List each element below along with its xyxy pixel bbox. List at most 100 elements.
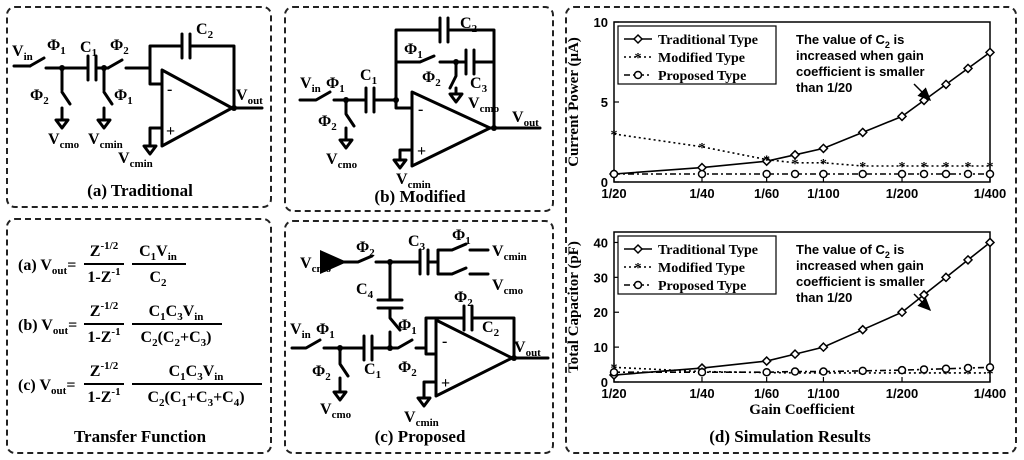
marker-asterisk: * (987, 160, 994, 175)
plot-area (613, 231, 991, 383)
switch-phi1 (298, 90, 332, 102)
marker-circle (762, 367, 771, 377)
marker-diamond (896, 307, 908, 318)
marker-diamond (632, 243, 644, 255)
marker-asterisk: * (943, 160, 950, 175)
phi1-c3-label: Φ1 (452, 227, 471, 247)
annotation-arrow (913, 83, 932, 102)
switch-phi2-shunt (344, 98, 356, 142)
phi2-top-label: Φ2 (356, 239, 375, 259)
marker-asterisk: * (859, 160, 866, 175)
marker-asterisk: * (899, 160, 906, 175)
marker-asterisk: * (943, 367, 950, 382)
ground-symbol (54, 118, 70, 130)
marker-asterisk: * (921, 367, 928, 382)
vcmo-label: Vcmo (468, 95, 500, 115)
panel-a-traditional (6, 6, 272, 208)
marker-diamond (818, 342, 829, 353)
legend-entry: Proposed Type (658, 69, 746, 84)
tf-b-label: (b) Vout= (18, 317, 77, 337)
wire (424, 346, 438, 356)
annotation-line: coefficient is smaller (796, 274, 925, 289)
annotation-line: The value of C2 is (796, 242, 904, 260)
y-tick-label: 5 (601, 95, 608, 110)
marker-circle (790, 367, 800, 376)
marker-diamond (940, 79, 952, 90)
phi2-c3-label: Φ2 (454, 289, 473, 309)
wire (148, 44, 236, 110)
annotation-arrow (913, 293, 932, 312)
marker-circle (609, 169, 619, 179)
opamp-minus: - (442, 333, 447, 350)
phi2-shunt-label: Φ2 (30, 87, 49, 107)
panel-d-simulation (565, 6, 1017, 454)
marker-circle (697, 169, 707, 179)
legend-box (617, 235, 777, 295)
series-line (613, 133, 990, 167)
vcmin-label: Vcmin (404, 409, 439, 429)
c3-label: C3 (408, 233, 426, 253)
capacitor-c2 (438, 16, 450, 44)
wire (422, 380, 438, 400)
c3-label: C3 (470, 75, 488, 95)
caption-modified: (b) Modified (374, 187, 466, 206)
wire (148, 126, 164, 148)
legend-entry: Traditional Type (658, 33, 758, 48)
marker-circle (819, 367, 828, 376)
c2-label: C2 (196, 21, 214, 41)
y-axis-label: Current Power (μA) (566, 37, 582, 167)
x-tick-label: 1/200 (886, 186, 919, 201)
marker-diamond (962, 254, 974, 265)
switch-phi2-fb (448, 60, 458, 96)
tf-b-den: C2(C2+C3) (141, 329, 212, 349)
vout-label: Vout (514, 339, 541, 359)
annotation-line: coefficient is smaller (796, 64, 925, 79)
x-tick-label: 1/20 (601, 186, 626, 201)
marker-circle (858, 169, 867, 179)
vcmin-label: Vcmin (396, 171, 431, 191)
marker-asterisk: * (965, 367, 972, 382)
annotation-line: increased when gain (796, 48, 924, 63)
switch-phi2-in (370, 338, 428, 350)
marker-asterisk: * (635, 261, 642, 276)
marker-circle (941, 169, 951, 179)
tf-c-num: C1C3Vin (169, 363, 224, 383)
vcmin-label: Vcmin (118, 150, 153, 170)
vin-label: Vin (300, 75, 321, 95)
x-tick-label: 1/40 (689, 186, 714, 201)
phi1-in-label: Φ1 (316, 321, 335, 341)
marker-circle (963, 169, 973, 179)
x-axis-label: Gain Coefficient (749, 402, 854, 418)
switch-phi1-in (290, 338, 366, 350)
x-tick-label: 1/100 (807, 186, 840, 201)
y-tick-label: 0 (601, 175, 608, 190)
marker-diamond (857, 324, 868, 335)
marker-asterisk: * (820, 157, 827, 172)
opamp-plus: + (417, 143, 426, 160)
opamp-minus: - (418, 101, 423, 118)
marker-circle (919, 169, 929, 179)
panel-transfer-function (6, 218, 272, 454)
y-axis-label: Total Capacitor (pF) (566, 241, 582, 373)
marker-circle (858, 366, 867, 376)
tf-a-z-den: 1-Z-1 (87, 266, 120, 286)
y-tick-label: 40 (594, 235, 608, 250)
vcmo-top-label: Vcmo (300, 255, 332, 275)
marker-circle (897, 169, 907, 179)
phi2-label: Φ2 (110, 37, 129, 57)
phi1-fb-label: Φ1 (404, 41, 423, 61)
c1-label: C1 (364, 361, 381, 381)
tf-a-num: C1Vin (139, 243, 177, 263)
legend-box (617, 25, 777, 85)
vcmo-label: Vcmo (48, 131, 80, 151)
vin-label: Vin (12, 43, 33, 63)
x-tick-label: 1/20 (601, 386, 626, 401)
switch-phi2-shunt (60, 66, 72, 122)
vcmo-label: Vcmo (320, 401, 352, 421)
tf-c-z-num: Z-1/2 (90, 360, 119, 380)
annotation-line: The value of C2 is (796, 32, 904, 50)
phi1-shunt-label: Φ1 (114, 87, 133, 107)
caption-simulation: (d) Simulation Results (709, 427, 871, 446)
legend-entry: Modified Type (658, 51, 745, 66)
c2-label: C2 (460, 15, 478, 35)
